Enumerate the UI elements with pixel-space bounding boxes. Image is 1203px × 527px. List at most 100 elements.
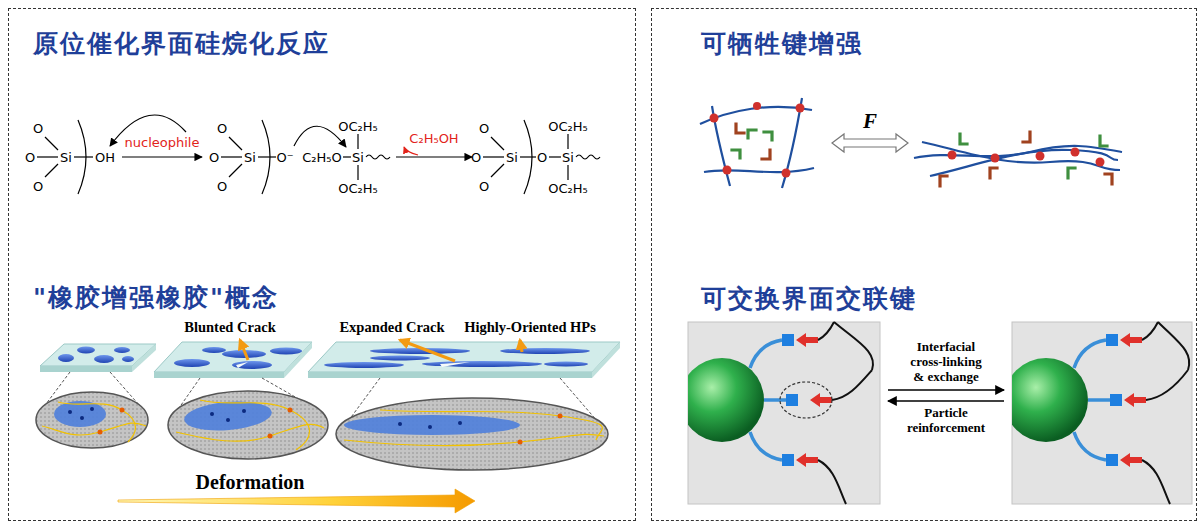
- film-slab-edge: [154, 372, 284, 378]
- bond: [520, 156, 536, 157]
- section-heading: "橡胶增强橡胶"概念: [33, 283, 279, 313]
- hp-domain: [94, 355, 114, 363]
- bond: [491, 164, 504, 177]
- zoom-view: [168, 391, 328, 459]
- pointer-arrow: [240, 340, 248, 360]
- atom-label: Si: [506, 151, 518, 164]
- crosslink-dot: [782, 169, 791, 178]
- atom-label: OC₂H₅: [548, 120, 588, 133]
- polymer-chain: [200, 400, 310, 450]
- atom-label: O: [479, 180, 489, 193]
- hp-domain: [232, 361, 272, 369]
- hp-domain: [324, 362, 404, 368]
- linker: [750, 340, 782, 368]
- rubber-chain: [1158, 322, 1189, 370]
- film-slab-edge: [592, 342, 620, 378]
- polymer-chain: [704, 168, 814, 172]
- atom-label: O: [471, 151, 481, 164]
- rubber-chain: [818, 322, 834, 340]
- exchange-highlight: [780, 382, 832, 418]
- hp-domain: [174, 359, 210, 367]
- crosslink-dot: [98, 430, 103, 435]
- film-slab-edge: [40, 366, 132, 372]
- reaction-arrow: [396, 156, 472, 157]
- crosslink-dot: [558, 414, 563, 419]
- hp-domain: [270, 348, 302, 355]
- crosslink-dot: [1071, 148, 1080, 157]
- dashed-panel: 可牺牲键增强可交换界面交联键: [651, 8, 1197, 521]
- hp-domain: [122, 356, 134, 362]
- polymer-chain: [380, 410, 602, 440]
- linker: [1074, 432, 1106, 460]
- interface-panel: [1004, 322, 1192, 504]
- atom-label: O: [217, 180, 227, 193]
- atom-label: OC₂H₅: [548, 182, 588, 195]
- reactive-group: [810, 393, 832, 407]
- crosslink-dot: [796, 104, 805, 113]
- dashed-panel: 原位催化界面硅烷化反应"橡胶增强橡胶"概念: [8, 8, 636, 521]
- rubber-chains: [818, 322, 873, 504]
- annotation-label: Expanded Crack: [339, 320, 444, 335]
- crosslink-dot: [1096, 158, 1105, 167]
- annotation-label: Highly-Oriented HPs: [464, 320, 596, 335]
- crosslink-dot: [710, 114, 719, 123]
- crosslink-dot: [268, 434, 273, 439]
- hp-domain: [500, 348, 590, 354]
- deformation-arrow: [118, 489, 475, 513]
- polymer-chain: [58, 402, 136, 442]
- sacrificial-bond: [1100, 136, 1107, 146]
- wavy-bond: [366, 155, 390, 159]
- atom-label: OC₂H₅: [338, 182, 378, 195]
- sacrificial-bond: [1068, 168, 1075, 178]
- atom-label: O: [217, 122, 227, 135]
- sacrificial-bond: [764, 132, 772, 140]
- polymer-chain: [42, 423, 146, 435]
- reaction-arrow: [122, 156, 202, 157]
- reactive-group: [1120, 333, 1142, 347]
- network-chains: [700, 98, 1122, 188]
- rubber-chains: [1142, 322, 1189, 504]
- reaction-scheme: [37, 115, 600, 194]
- linker-end: [1110, 394, 1122, 406]
- sacrificial-bond: [732, 150, 740, 158]
- particle-dot: [90, 407, 94, 411]
- force-symbol: F: [863, 111, 877, 132]
- polymer-chain: [344, 434, 604, 445]
- reactive-group: [796, 333, 818, 347]
- rubber-chain: [832, 370, 872, 400]
- bond: [45, 137, 58, 150]
- atom-label: OH: [95, 151, 115, 164]
- grafted-linkers: [1074, 340, 1110, 460]
- film-slab-edge: [132, 344, 156, 372]
- particle-dot: [80, 416, 84, 420]
- hp-domain: [370, 356, 430, 361]
- crosslink-dot: [991, 154, 1000, 163]
- particle-dot: [398, 422, 402, 426]
- blunted-crack: [236, 362, 248, 368]
- atom-label: O: [537, 151, 547, 164]
- sacrificial-bond: [748, 130, 756, 138]
- particle-dot: [68, 410, 72, 414]
- particle-dot: [242, 409, 246, 413]
- expanded-crack: [440, 362, 470, 367]
- exchange-arrow: [888, 389, 1004, 390]
- bond: [229, 137, 242, 150]
- process-label: Particle reinforcement: [896, 406, 996, 436]
- bond: [357, 134, 358, 149]
- elimination-arrow: [404, 147, 418, 155]
- atom-label: O: [209, 151, 219, 164]
- reagent-label: nucleophile: [125, 136, 200, 149]
- sacrificial-bond: [1105, 174, 1112, 184]
- reactive-groups: [1120, 333, 1146, 467]
- particle-dot: [458, 421, 462, 425]
- reinforcement-arrow: [888, 400, 1004, 401]
- atom-label: Si: [60, 151, 72, 164]
- bond: [491, 137, 504, 150]
- sacrificial-bonds: [732, 124, 1112, 186]
- particle-dot: [428, 425, 432, 429]
- rubber-chain: [834, 322, 873, 370]
- bond: [567, 134, 568, 149]
- reagent-label: C₂H₅OH: [409, 132, 458, 145]
- sacrificial-bond: [736, 124, 744, 133]
